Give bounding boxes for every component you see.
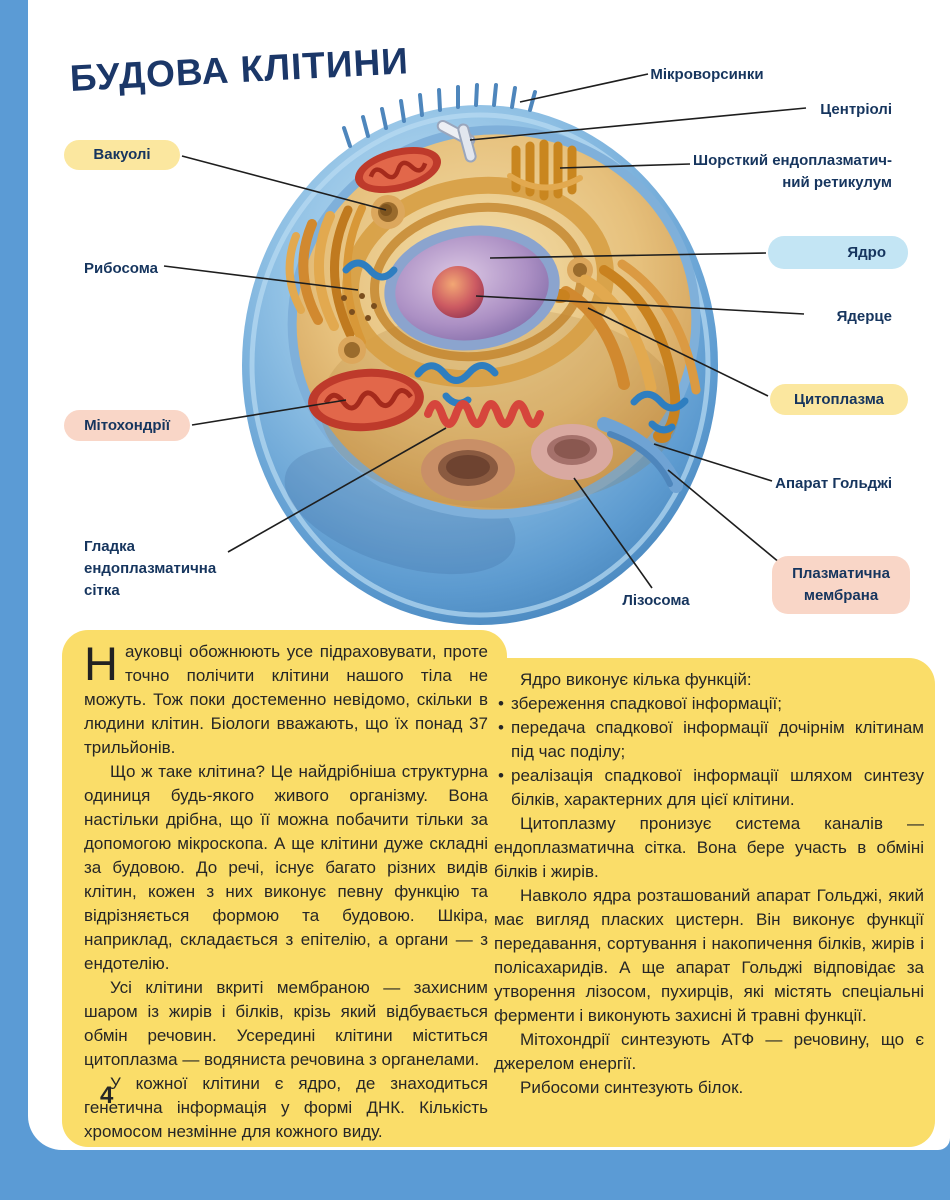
golgi-right <box>550 259 701 443</box>
function-list: збереження спадкової інформації; передач… <box>494 692 924 812</box>
list-item: збереження спадкової інформації; <box>494 692 924 716</box>
paragraph: Рибосоми синтезують білок. <box>520 1078 744 1097</box>
microvilli <box>342 83 537 148</box>
label-mitochondria: Мітохондрії <box>64 410 190 441</box>
label-smooth-er-line1: Гладка <box>84 538 135 555</box>
smooth-er <box>424 400 544 428</box>
label-membrane-line2: мембрана <box>803 587 879 604</box>
label-cytoplasm: Цитоплазма <box>770 384 908 415</box>
label-smooth-er-line3: сітка <box>84 582 120 599</box>
lysosomes <box>421 424 613 501</box>
label-rough-er-line2: ний ретикулум <box>782 174 892 191</box>
drop-cap: Н <box>84 637 118 690</box>
nucleolus <box>432 266 484 318</box>
label-membrane-line1: Плазматична <box>792 565 890 582</box>
label-nucleus: Ядро <box>768 236 908 269</box>
paragraph: Мітохондрії синтезують АТФ — речовину, щ… <box>494 1030 924 1073</box>
article-right-column: Ядро виконує кілька функцій: збереження … <box>494 668 924 1100</box>
membrane-rim <box>249 112 711 618</box>
mitochondrion-top <box>355 147 441 193</box>
label-lysosome: Лізосома <box>622 592 690 609</box>
paragraph: Цитоплазму пронизує система каналів — ен… <box>494 814 924 881</box>
label-rough-er: Шорсткий ендоплазматич- ний ретикулум <box>688 150 892 194</box>
centrioles <box>436 119 477 163</box>
paragraph: Що ж таке клітина? Це найдрібніша структ… <box>84 762 488 973</box>
rough-er <box>507 139 583 201</box>
leader-lines <box>163 73 807 589</box>
list-item: передача спадкової інформації дочірнім к… <box>494 716 924 764</box>
list-item: реалізація спадкової інформації шляхом с… <box>494 764 924 812</box>
cell-illustration <box>163 73 807 625</box>
label-microvilli: Мікроворсинки <box>650 66 764 83</box>
paragraph-text: ауковці обожнюють усе підраховувати, про… <box>84 642 488 757</box>
paragraph: У кожної клітини є ядро, де знаходиться … <box>84 1074 488 1141</box>
label-smooth-er-line2: ендоплазматична <box>84 560 217 577</box>
ribosome-dots <box>341 293 377 321</box>
label-ribosome: Рибосома <box>84 260 159 277</box>
golgi-left <box>285 204 366 346</box>
mitochondrion-bottom <box>308 368 424 432</box>
label-nucleolus: Ядерце <box>836 308 892 325</box>
label-membrane: Плазматична мембрана <box>772 556 910 614</box>
label-vacuoles: Вакуолі <box>64 140 180 170</box>
label-centrioles: Центріолі <box>820 101 892 118</box>
paragraph: Навколо ядра розташований апарат Гольджі… <box>494 886 924 1025</box>
membrane-fold <box>597 417 683 493</box>
paragraph: Усі клітини вкриті мембраною — захисним … <box>84 978 488 1069</box>
label-rough-er-line1: Шорсткий ендоплазматич- <box>693 152 892 169</box>
label-smooth-er: Гладка ендоплазматична сітка <box>84 536 254 602</box>
page-number: 4 <box>100 1082 114 1109</box>
paragraph: Ядро виконує кілька функцій: <box>520 670 752 689</box>
label-golgi: Апарат Гольджі <box>775 475 892 492</box>
